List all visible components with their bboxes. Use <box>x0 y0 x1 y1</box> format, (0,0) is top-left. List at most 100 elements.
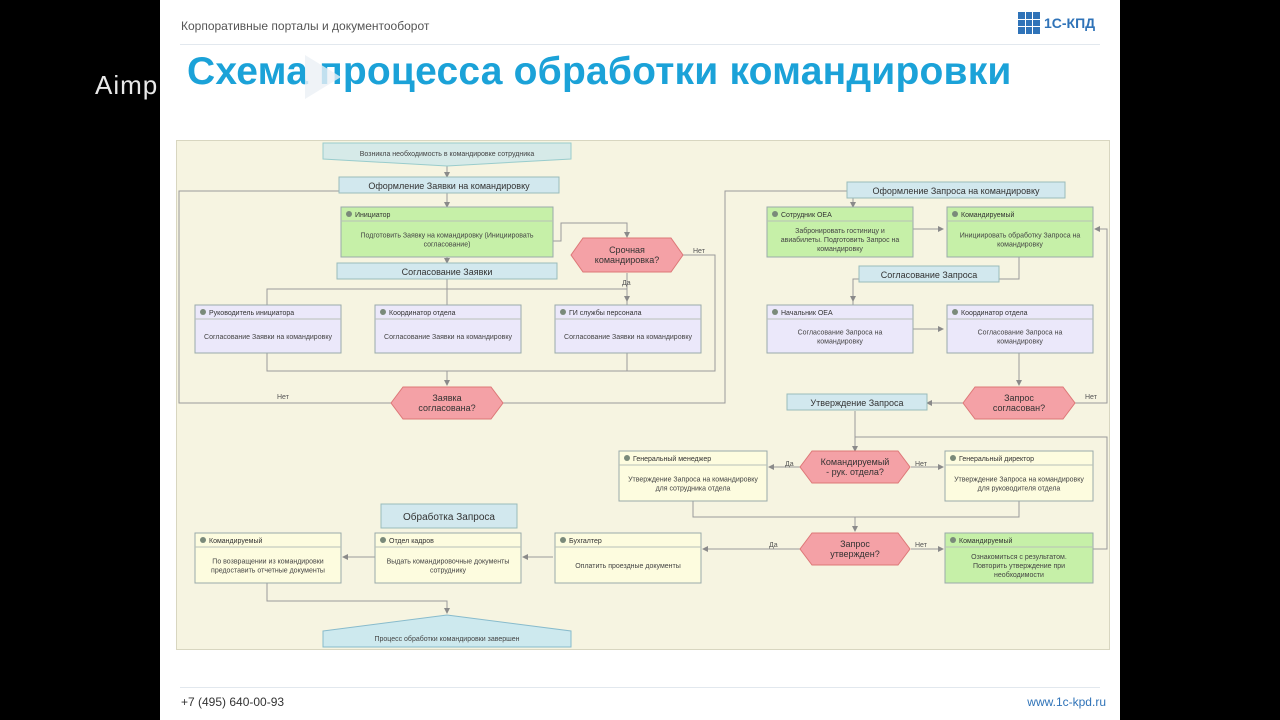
yes-label: Да <box>785 461 794 468</box>
user-icon <box>950 537 956 543</box>
no-label: Нет <box>693 248 706 255</box>
yes-label: Да <box>622 280 631 287</box>
user-icon <box>772 309 778 315</box>
user-icon <box>200 537 206 543</box>
no-label: Нет <box>277 394 290 401</box>
task-body <box>766 206 914 258</box>
task-text: Повторить утверждение при <box>973 563 1065 570</box>
no-label: Нет <box>1085 394 1098 401</box>
decision-shape <box>799 532 911 566</box>
task-text: Подготовить Заявку на командировку (Иниц… <box>360 233 533 240</box>
no-label: Нет <box>915 542 928 549</box>
stage-label: Согласование Заявки <box>402 267 493 277</box>
task-role: Инициатор <box>355 212 390 219</box>
decision-text: командировка? <box>595 255 659 265</box>
slide: Корпоративные порталы и документооборот … <box>160 0 1120 720</box>
stage-bar: Утверждение Запроса <box>786 393 928 411</box>
task-text: согласование) <box>424 242 471 249</box>
end-label: Процесс обработки командировки завершен <box>374 635 519 643</box>
task-body <box>340 206 554 258</box>
user-icon <box>380 537 386 543</box>
decision-shape <box>799 450 911 484</box>
user-icon <box>772 211 778 217</box>
user-icon <box>950 455 956 461</box>
stage-label: Оформление Заявки на командировку <box>368 181 530 191</box>
task-text: Согласование Запроса на <box>798 330 883 337</box>
task-text: командировку <box>997 339 1043 346</box>
user-icon <box>560 309 566 315</box>
decision-gateway: Командируемый- рук. отдела? <box>799 450 911 484</box>
user-icon <box>346 211 352 217</box>
stage-label: Оформление Запроса на командировку <box>873 186 1040 196</box>
task-role: Бухгалтер <box>569 538 602 545</box>
task-body <box>946 206 1094 258</box>
task-body <box>374 304 522 354</box>
task-text: Согласование Запроса на <box>978 330 1063 337</box>
task-text: Оплатить проездные документы <box>575 563 681 570</box>
decision-text: Запрос <box>1004 393 1034 403</box>
task-text: для сотрудника отдела <box>656 486 731 493</box>
start-event <box>322 142 572 167</box>
task-text: Инициировать обработку Запроса на <box>960 232 1081 240</box>
task-role: Командируемый <box>209 537 263 545</box>
stage-bar: Согласование Заявки <box>336 262 558 280</box>
stage-bar: Оформление Заявки на командировку <box>338 176 560 194</box>
decision-text: Срочная <box>609 245 645 255</box>
branch-labels: Нет Да Нет Нет Да Нет Да Нет <box>277 248 1098 549</box>
task-body <box>194 304 342 354</box>
decision-text: - рук. отдела? <box>826 467 884 477</box>
task-box: Командируемый По возвращении из командиро… <box>194 532 342 584</box>
decision-text: согласован? <box>993 403 1045 413</box>
task-text: По возвращении из командировки <box>212 559 323 566</box>
decision-text: утвержден? <box>830 549 880 559</box>
user-icon <box>624 455 630 461</box>
task-text: командировку <box>817 246 863 253</box>
task-text: командировку <box>997 242 1043 249</box>
process-diagram: Возникла необходимость в командировке со… <box>176 140 1110 650</box>
start-label: Возникла необходимость в командировке со… <box>360 150 535 158</box>
header-divider <box>180 44 1100 45</box>
user-icon <box>952 309 958 315</box>
logo-grid-icon <box>1018 12 1040 34</box>
company-logo: 1С-КПД <box>1018 10 1095 36</box>
footer-url[interactable]: www.1c-kpd.ru <box>1027 695 1106 709</box>
task-role: Координатор отдела <box>389 310 456 317</box>
task-role: Командируемый <box>959 537 1013 545</box>
task-text: Согласование Заявки на командировку <box>384 334 512 341</box>
decision-text: Командируемый <box>821 457 890 467</box>
user-icon <box>560 537 566 543</box>
task-role: Командируемый <box>961 211 1015 219</box>
logo-text: 1С-КПД <box>1044 15 1096 31</box>
yes-label: Да <box>769 542 778 549</box>
task-body <box>944 532 1094 584</box>
footer-phone: +7 (495) 640-00-93 <box>181 695 285 709</box>
stage-bar: Оформление Запроса на командировку <box>846 181 1066 199</box>
task-body <box>554 532 702 584</box>
task-role: Сотрудник ОЕА <box>781 212 832 219</box>
stage-label: Обработка Запроса <box>403 511 495 523</box>
task-body <box>944 450 1094 502</box>
decision-shape <box>570 237 684 273</box>
task-body <box>194 532 342 584</box>
task-text: Утверждение Запроса на командировку <box>954 477 1084 484</box>
decision-shape <box>962 386 1076 420</box>
decision-text: Запрос <box>840 539 870 549</box>
no-label: Нет <box>915 461 928 468</box>
task-text: для руководителя отдела <box>978 486 1061 493</box>
decision-text: Заявка <box>432 393 461 403</box>
user-icon <box>952 211 958 217</box>
